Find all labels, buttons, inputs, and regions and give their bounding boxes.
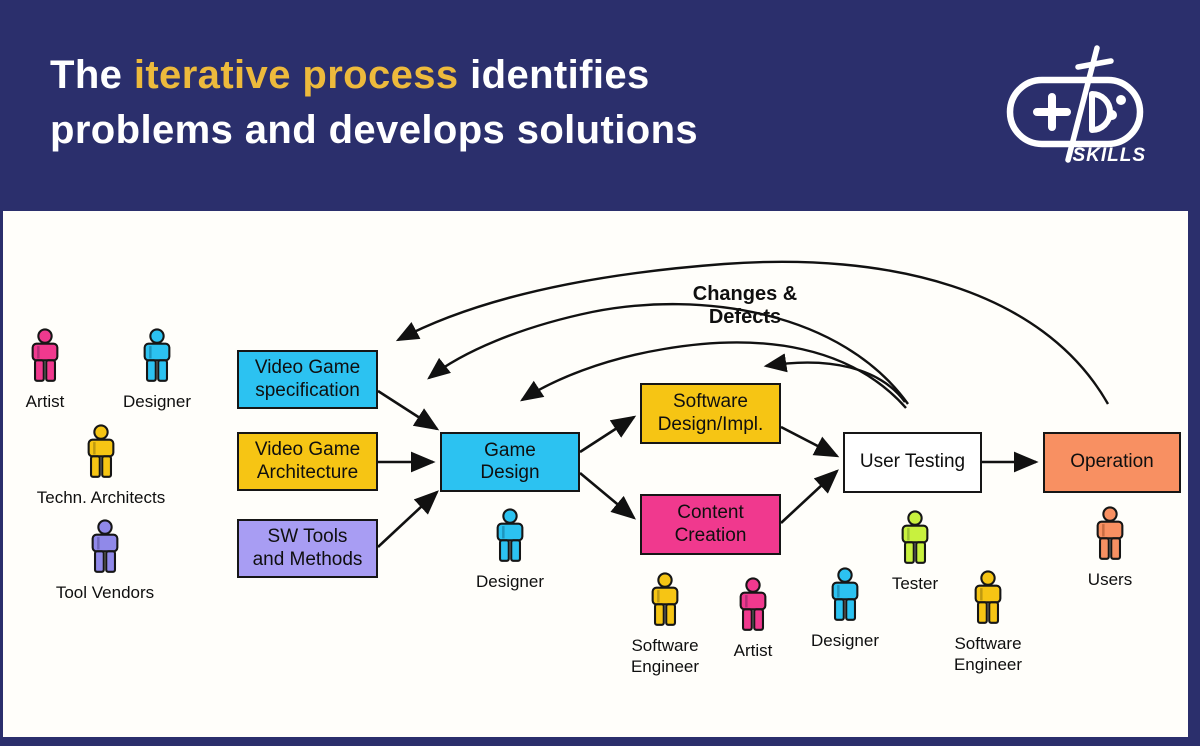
- node-sw-tools-and-methods: SW Tools and Methods: [237, 519, 378, 578]
- person-designer-2: [491, 508, 529, 572]
- button-dot-2: [1107, 110, 1117, 120]
- title-pre: The: [50, 53, 134, 97]
- person-software-engineer-1: [646, 572, 684, 636]
- node-video-game-specification: Video Game specification: [237, 350, 378, 409]
- arrow-game-design-to-content-creation: [579, 472, 636, 520]
- person-artist-1: [26, 328, 64, 392]
- person-icon: [91, 519, 119, 573]
- header-banner: The iterative process identifies problems…: [0, 0, 1200, 211]
- person-designer-3: [826, 567, 864, 631]
- button-dot-1: [1116, 95, 1126, 105]
- arrow-video-game-specification-to-game-design: [377, 389, 440, 431]
- person-icon: [901, 510, 929, 564]
- person-techn-architects: [82, 424, 120, 488]
- page-title: The iterative process identifies problems…: [50, 48, 698, 158]
- feedback-arrow-user-testing-to-software-design-impl: [763, 353, 906, 403]
- node-user-testing: User Testing: [843, 432, 982, 493]
- person-icon: [87, 424, 115, 478]
- person-label-tool-vendors: Tool Vendors: [55, 583, 155, 602]
- node-video-game-architecture: Video Game Architecture: [237, 432, 378, 491]
- person-icon: [651, 572, 679, 626]
- person-label-techn-architects: Techn. Architects: [36, 488, 166, 507]
- arrow-content-creation-to-user-testing: [780, 469, 839, 524]
- arrow-sw-tools-and-methods-to-game-design: [377, 490, 439, 548]
- person-label-software-engineer-2: Software Engineer: [953, 634, 1023, 674]
- feedback-label: Changes & Defects: [692, 283, 798, 328]
- gamepad-outline: [1006, 76, 1144, 148]
- person-icon: [31, 328, 59, 382]
- title-highlight: iterative process: [133, 53, 459, 97]
- arrow-software-design-impl-to-user-testing: [780, 425, 840, 458]
- node-software-design-impl: Software Design/Impl.: [640, 383, 781, 444]
- gdskills-logo: SKILLS: [1000, 36, 1150, 176]
- person-icon: [831, 567, 859, 621]
- person-label-tester: Tester: [891, 574, 939, 593]
- person-artist-2: [734, 577, 772, 641]
- arrow-game-design-to-software-design-impl: [579, 415, 637, 454]
- title-line2: problems and develops solutions: [50, 108, 699, 152]
- person-icon: [143, 328, 171, 382]
- gamepad-icon: SKILLS: [1006, 45, 1146, 166]
- person-label-designer-1: Designer: [122, 392, 192, 411]
- person-software-engineer-2: [969, 570, 1007, 634]
- node-operation: Operation: [1043, 432, 1181, 493]
- title-post: identifies: [458, 53, 650, 97]
- logo-skills-text: SKILLS: [1072, 145, 1146, 166]
- person-icon: [1096, 506, 1124, 560]
- person-tool-vendors: [86, 519, 124, 583]
- person-label-software-engineer-1: Software Engineer: [630, 636, 700, 676]
- person-designer-1: [138, 328, 176, 392]
- node-content-creation: Content Creation: [640, 494, 781, 555]
- dpad-cross-icon: [1033, 93, 1071, 131]
- person-icon: [974, 570, 1002, 624]
- node-game-design: Game Design: [440, 432, 580, 492]
- person-tester: [896, 510, 934, 574]
- person-icon: [496, 508, 524, 562]
- sword-icon: [1065, 45, 1114, 163]
- person-users: [1091, 506, 1129, 570]
- person-label-artist-2: Artist: [733, 641, 773, 660]
- person-icon: [739, 577, 767, 631]
- person-label-users: Users: [1087, 570, 1133, 589]
- person-label-designer-2: Designer: [475, 572, 545, 591]
- person-label-designer-3: Designer: [810, 631, 880, 650]
- person-label-artist-1: Artist: [25, 392, 65, 411]
